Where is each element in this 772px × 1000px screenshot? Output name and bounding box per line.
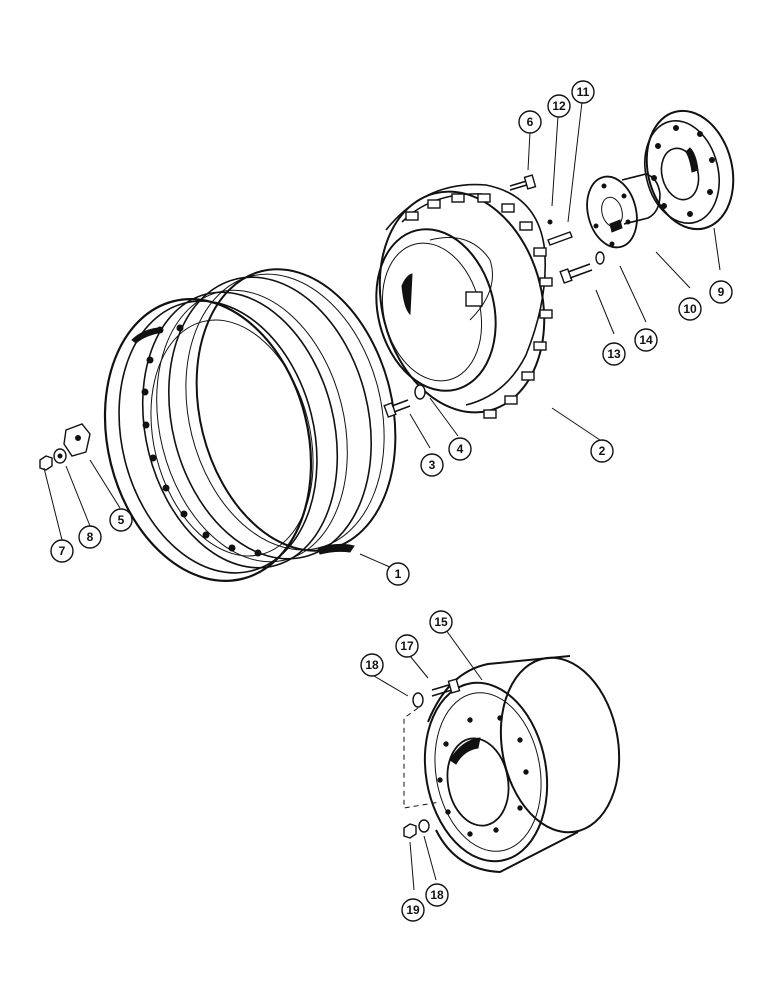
svg-text:7: 7 — [59, 544, 66, 558]
callout-3: 3 — [420, 453, 444, 477]
wheel-center-part — [375, 183, 553, 419]
callout-19: 19 — [401, 898, 425, 922]
callout-17: 17 — [395, 634, 419, 658]
callout-10: 10 — [678, 297, 702, 321]
svg-text:3: 3 — [429, 458, 436, 472]
callout-7: 7 — [50, 539, 74, 563]
svg-text:15: 15 — [434, 615, 448, 629]
callout-4: 4 — [448, 437, 472, 461]
wheel-weight-part — [403, 655, 621, 874]
svg-text:11: 11 — [577, 85, 590, 99]
callout-18-lower: 18 — [425, 883, 449, 907]
callout-9: 9 — [709, 280, 733, 304]
callout-15: 15 — [429, 610, 453, 634]
flange-part — [586, 173, 661, 249]
callout-8: 8 — [78, 525, 102, 549]
callout-14: 14 — [634, 328, 658, 352]
svg-text:14: 14 — [639, 333, 653, 347]
svg-text:2: 2 — [599, 444, 606, 458]
svg-text:9: 9 — [718, 285, 725, 299]
hub-part — [644, 109, 735, 231]
callout-11: 11 — [571, 80, 595, 104]
svg-text:19: 19 — [406, 903, 420, 917]
clamp-5-part — [39, 423, 91, 471]
svg-text:13: 13 — [607, 347, 621, 361]
bolt-6-part — [509, 174, 537, 191]
bolt-13-part — [559, 251, 605, 284]
nut-19-part — [403, 819, 430, 839]
svg-text:17: 17 — [400, 639, 414, 653]
callout-5: 5 — [109, 508, 133, 532]
callout-12: 12 — [547, 94, 571, 118]
svg-text:12: 12 — [552, 99, 566, 113]
pin-key-part — [547, 219, 573, 246]
svg-text:18: 18 — [365, 658, 379, 672]
leader-lines — [43, 101, 721, 891]
bolt-17-part — [412, 678, 461, 708]
rim-part — [103, 268, 397, 582]
svg-text:4: 4 — [457, 442, 464, 456]
svg-text:10: 10 — [683, 302, 697, 316]
svg-text:18: 18 — [430, 888, 444, 902]
callout-13: 13 — [602, 342, 626, 366]
svg-text:8: 8 — [87, 530, 94, 544]
callout-1: 1 — [386, 562, 410, 586]
bolt-3-part — [383, 384, 426, 418]
svg-text:1: 1 — [395, 567, 402, 581]
callout-6: 6 — [518, 110, 542, 134]
callout-2: 2 — [590, 439, 614, 463]
callout-18-upper: 18 — [360, 653, 384, 677]
svg-text:5: 5 — [118, 513, 125, 527]
svg-text:6: 6 — [527, 115, 534, 129]
